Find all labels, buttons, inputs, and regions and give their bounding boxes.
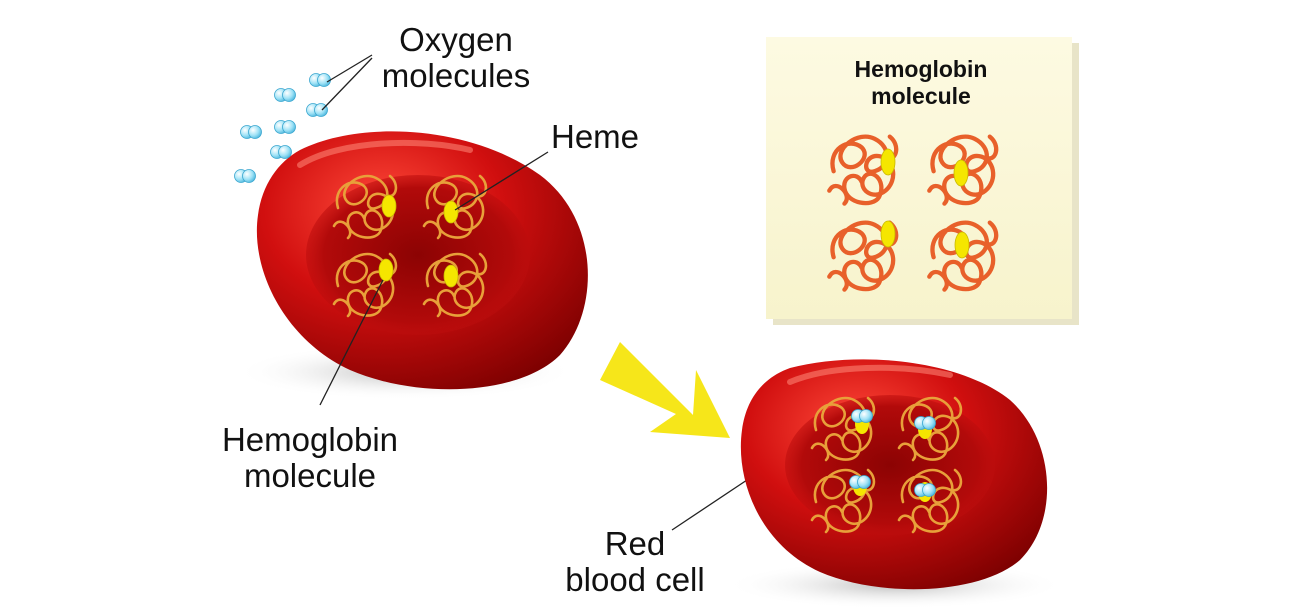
bound-oxygen-molecule [850, 476, 871, 489]
red-blood-cell-left [235, 131, 588, 400]
oxygen-molecule [241, 126, 262, 139]
heme-group [382, 195, 396, 217]
heme-group [881, 149, 895, 175]
heme-group [881, 221, 895, 247]
bound-oxygen-molecule [915, 417, 936, 430]
heme-label: Heme [545, 119, 645, 155]
oxygen-label-line2: molecules [366, 58, 546, 94]
oxygen-molecule [307, 104, 328, 117]
rbc-label-line1: Red [555, 526, 715, 562]
heme-group [955, 232, 969, 258]
red-blood-cell-right [725, 359, 1065, 609]
note-title-line1: Hemoglobin [768, 56, 1074, 83]
note-title-line2: molecule [768, 83, 1074, 110]
hemoglobin-label-line2: molecule [205, 458, 415, 494]
cell-dimple [306, 175, 530, 335]
arrow-icon [600, 342, 730, 438]
heme-group [379, 259, 393, 281]
oxygen-label-line1: Oxygen [366, 22, 546, 58]
oxygen-molecule [275, 89, 296, 102]
bound-oxygen-molecule [852, 410, 873, 423]
note-title: Hemoglobin molecule [768, 56, 1074, 110]
oxygen-molecule [310, 74, 331, 87]
heme-group [444, 201, 458, 223]
bound-oxygen-molecule [915, 484, 936, 497]
oxygen-molecules-label: Oxygen molecules [366, 22, 546, 94]
oxygen-molecule [275, 121, 296, 134]
hemoglobin-label-line1: Hemoglobin [205, 422, 415, 458]
oxygen-molecule [271, 146, 292, 159]
rbc-label-line2: blood cell [555, 562, 715, 598]
red-blood-cell-label: Red blood cell [555, 526, 715, 598]
heme-group [444, 265, 458, 287]
oxygen-molecule [235, 170, 256, 183]
heme-group [954, 160, 968, 186]
hemoglobin-molecule-label: Hemoglobin molecule [205, 422, 415, 494]
